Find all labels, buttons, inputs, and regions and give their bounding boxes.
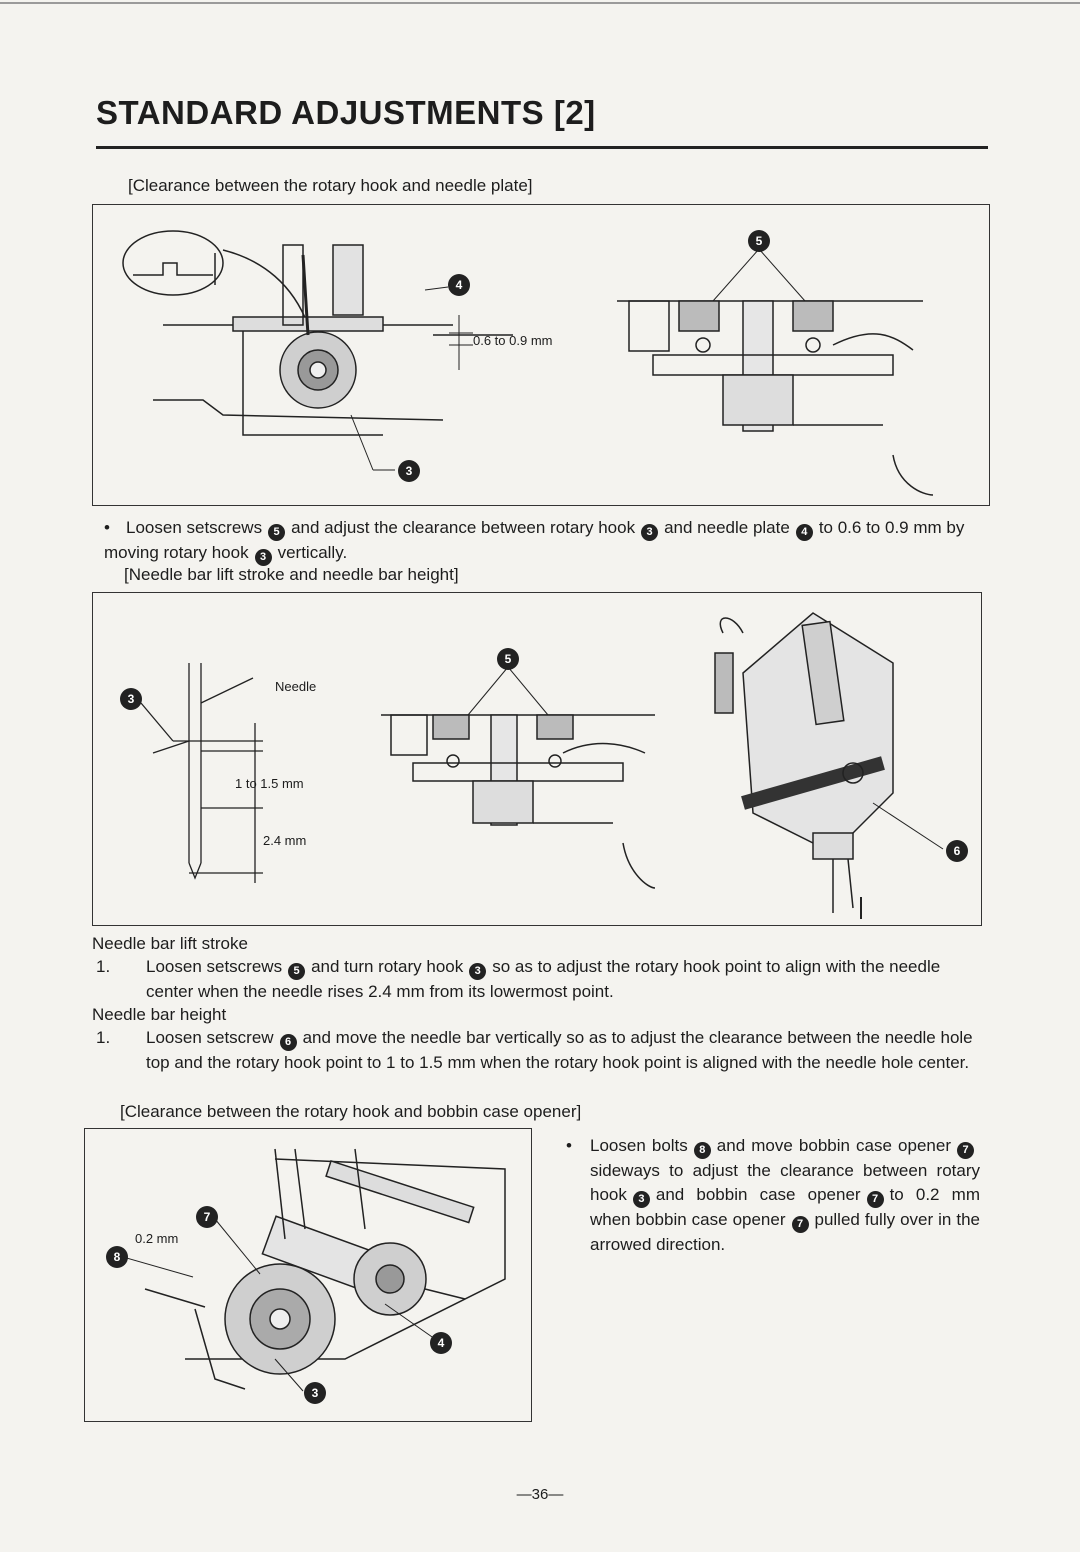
page-title: STANDARD ADJUSTMENTS [2]: [96, 94, 596, 131]
clearance-dimension-label: 0.6 to 0.9 mm: [473, 333, 553, 348]
marker-4: [448, 274, 470, 296]
marker-7: 7: [791, 1215, 809, 1233]
marker-4: [430, 1332, 452, 1354]
figure2-illustration: 3 5: [120, 612, 968, 919]
top-border: [0, 2, 1080, 4]
svg-text:8: 8: [114, 1250, 121, 1264]
svg-text:6: 6: [954, 844, 961, 858]
lift-stroke-heading: Needle bar lift stroke: [92, 934, 248, 953]
marker-8: [106, 1246, 128, 1268]
section1-caption: [Clearance between the rotary hook and n…: [128, 176, 533, 195]
svg-text:3: 3: [406, 464, 413, 478]
marker-7: [196, 1206, 218, 1228]
svg-text:3: 3: [128, 692, 135, 706]
marker-3: 3: [254, 549, 272, 566]
marker-5: [748, 230, 770, 252]
opener-clearance-label: 0.2 mm: [135, 1231, 179, 1246]
figure-bobbin-opener: 7 8 4 3 0.2 mm: [84, 1128, 532, 1422]
marker-7: 7: [866, 1190, 884, 1208]
marker-3: [304, 1382, 326, 1404]
marker-3: 3: [641, 524, 659, 541]
marker-3: [398, 460, 420, 482]
marker-4: 4: [795, 524, 813, 541]
marker-7: 7: [957, 1142, 974, 1159]
marker-3: 3: [632, 1190, 650, 1208]
figure-needle-bar: 3 5: [92, 592, 982, 926]
marker-6: 6: [279, 1034, 297, 1051]
lift-stroke-section: Needle bar lift stroke 1. Loosen setscre…: [92, 932, 984, 1074]
svg-text:5: 5: [505, 652, 512, 666]
rise-dimension-label: 2.4 mm: [263, 833, 307, 848]
page-number: —36—: [516, 1486, 564, 1503]
marker-5: [497, 648, 519, 670]
svg-text:4: 4: [438, 1336, 445, 1350]
svg-text:3: 3: [312, 1386, 319, 1400]
marker-5: 5: [288, 963, 306, 980]
section2-caption: [Needle bar lift stroke and needle bar h…: [124, 565, 459, 584]
svg-text:5: 5: [756, 234, 763, 248]
figure1-illustration: 4 3 5: [122, 230, 934, 496]
marker-5: 5: [268, 524, 286, 541]
svg-text:7: 7: [204, 1210, 211, 1224]
figure3-illustration: 7 8 4 3: [106, 1148, 506, 1404]
marker-3: 3: [469, 963, 487, 980]
marker-3: [120, 688, 142, 710]
marker-6: [946, 840, 968, 862]
marker-8: 8: [693, 1142, 711, 1159]
needle-label: Needle: [275, 679, 317, 694]
range-dimension-label: 1 to 1.5 mm: [235, 776, 304, 791]
title-rule: [96, 146, 988, 149]
section3-caption: [Clearance between the rotary hook and b…: [120, 1102, 582, 1121]
figure-rotary-hook-clearance: 4 3 5 0.6 to 0.9 mm: [92, 204, 990, 506]
bar-height-heading: Needle bar height: [92, 1005, 227, 1024]
svg-text:4: 4: [456, 278, 463, 292]
